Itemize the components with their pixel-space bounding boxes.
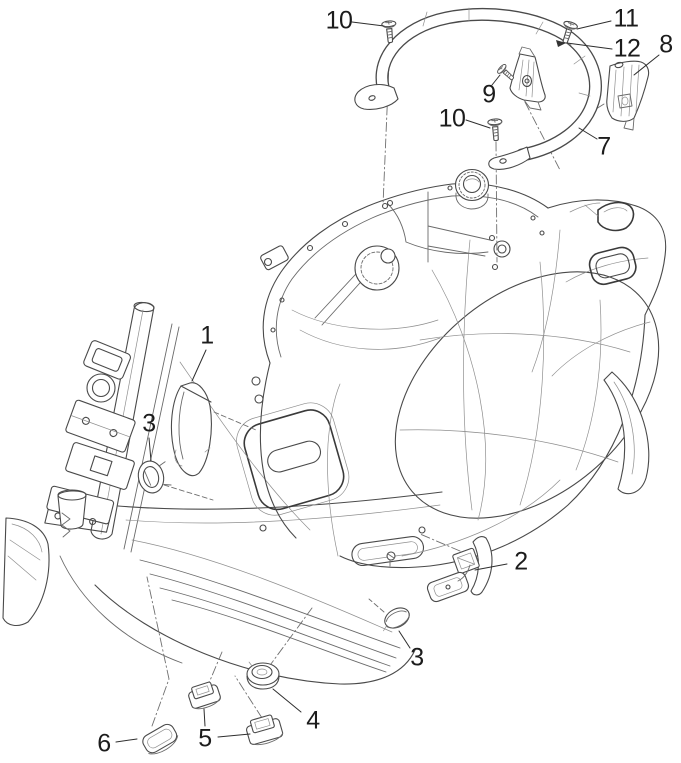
frame-column	[44, 301, 264, 553]
rect-plug-part-5a	[188, 681, 221, 710]
cap-part-3-lower	[383, 607, 410, 632]
blank-cover-part-6	[142, 723, 179, 755]
screw-part-10-rear	[487, 117, 504, 142]
rect-plug-part-5b	[246, 714, 284, 745]
bracket-part-2	[426, 536, 493, 603]
callout-screw-rail-front: 10	[325, 6, 353, 35]
callout-blank-cover: 6	[97, 729, 111, 758]
callout-shield-cover: 1	[200, 321, 214, 350]
callout-screw-cover: 9	[482, 80, 496, 109]
scooter-body	[259, 168, 667, 569]
callout-cap-lower: 3	[410, 643, 424, 672]
callout-screw-rail-rear: 10	[438, 104, 466, 133]
callout-round-plug: 4	[306, 706, 320, 735]
round-plug-part-4	[246, 661, 280, 690]
callout-grab-rail: 7	[597, 132, 611, 161]
cover-part-9	[509, 46, 546, 111]
callout-grommet-upper: 3	[142, 409, 156, 438]
callout-rect-plugs: 5	[198, 724, 212, 753]
alignment-lines	[146, 39, 605, 727]
callout-screw-rail-top: 11	[613, 4, 639, 33]
cover-part-8	[606, 60, 650, 131]
floorboard	[2, 361, 443, 685]
grab-rail-part-7	[354, 7, 602, 170]
leader-lines	[115, 20, 660, 743]
shield-cover-part-1	[170, 382, 212, 477]
callout-clip: 12	[613, 34, 641, 63]
callout-bracket: 2	[514, 547, 528, 576]
grommet-part-3-upper	[137, 460, 172, 494]
callout-cover-right: 8	[659, 30, 673, 59]
